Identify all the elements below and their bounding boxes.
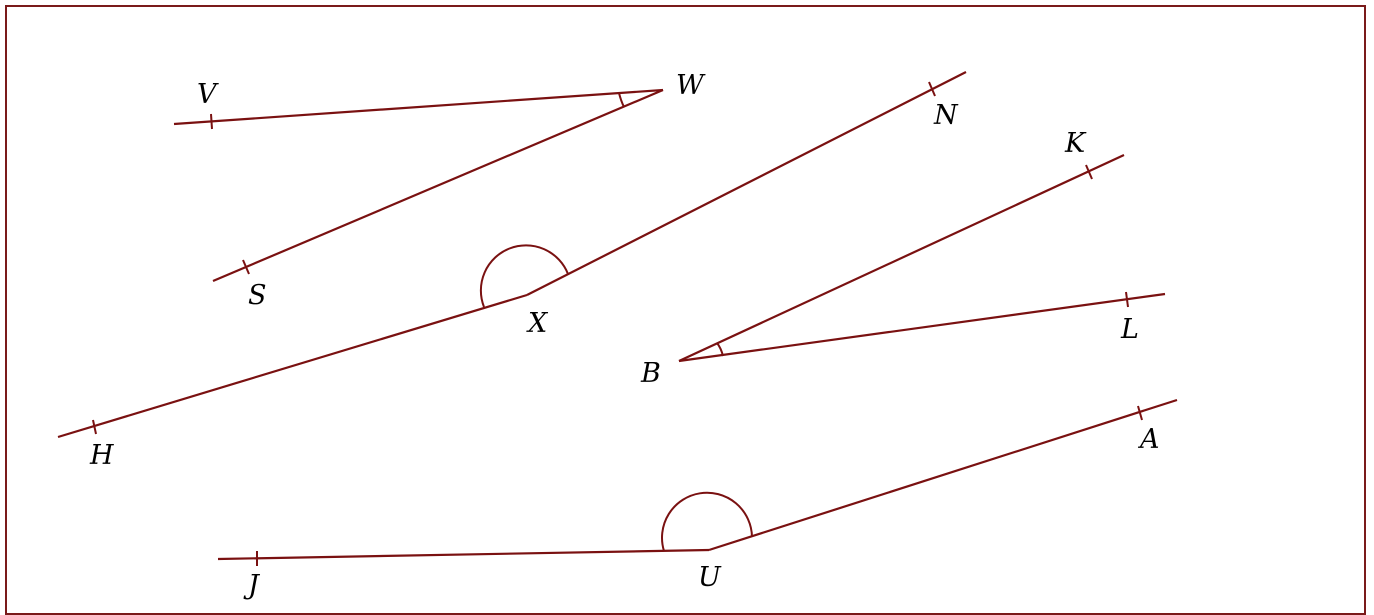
tick-N — [928, 81, 936, 97]
tick-V — [210, 113, 213, 130]
angle-HXN: X H N — [57, 71, 967, 471]
tick-S — [242, 259, 250, 275]
label-W: W — [676, 70, 706, 101]
tick-H — [92, 419, 97, 435]
tick-L — [1125, 291, 1129, 308]
tick-K — [1085, 164, 1093, 180]
ray-UA — [708, 398, 1178, 552]
angle-VWS: W V S — [173, 70, 706, 311]
ray-XH — [57, 293, 528, 439]
label-K: K — [1064, 128, 1087, 159]
label-J: J — [243, 570, 261, 601]
angle-KBL: B K L — [640, 128, 1166, 389]
angle-JUA: U J A — [217, 398, 1178, 601]
label-X: X — [526, 308, 549, 339]
tick-A — [1137, 405, 1143, 421]
label-L: L — [1120, 314, 1139, 345]
label-N: N — [933, 100, 959, 131]
label-S: S — [248, 280, 267, 311]
angle-arc-U — [661, 491, 753, 552]
label-H: H — [89, 440, 114, 471]
label-U: U — [698, 562, 722, 593]
ray-BL — [678, 292, 1166, 363]
angle-arc-B — [716, 342, 724, 357]
label-A: A — [1137, 424, 1160, 455]
label-B: B — [640, 358, 661, 389]
ray-UJ — [217, 548, 710, 561]
ray-XN — [526, 71, 967, 296]
ray-WV — [173, 88, 664, 126]
ray-BK — [678, 154, 1125, 362]
angle-arc-X — [479, 244, 569, 308]
label-V: V — [197, 79, 219, 110]
ray-WS — [212, 88, 664, 283]
angle-arc-W — [618, 92, 625, 108]
